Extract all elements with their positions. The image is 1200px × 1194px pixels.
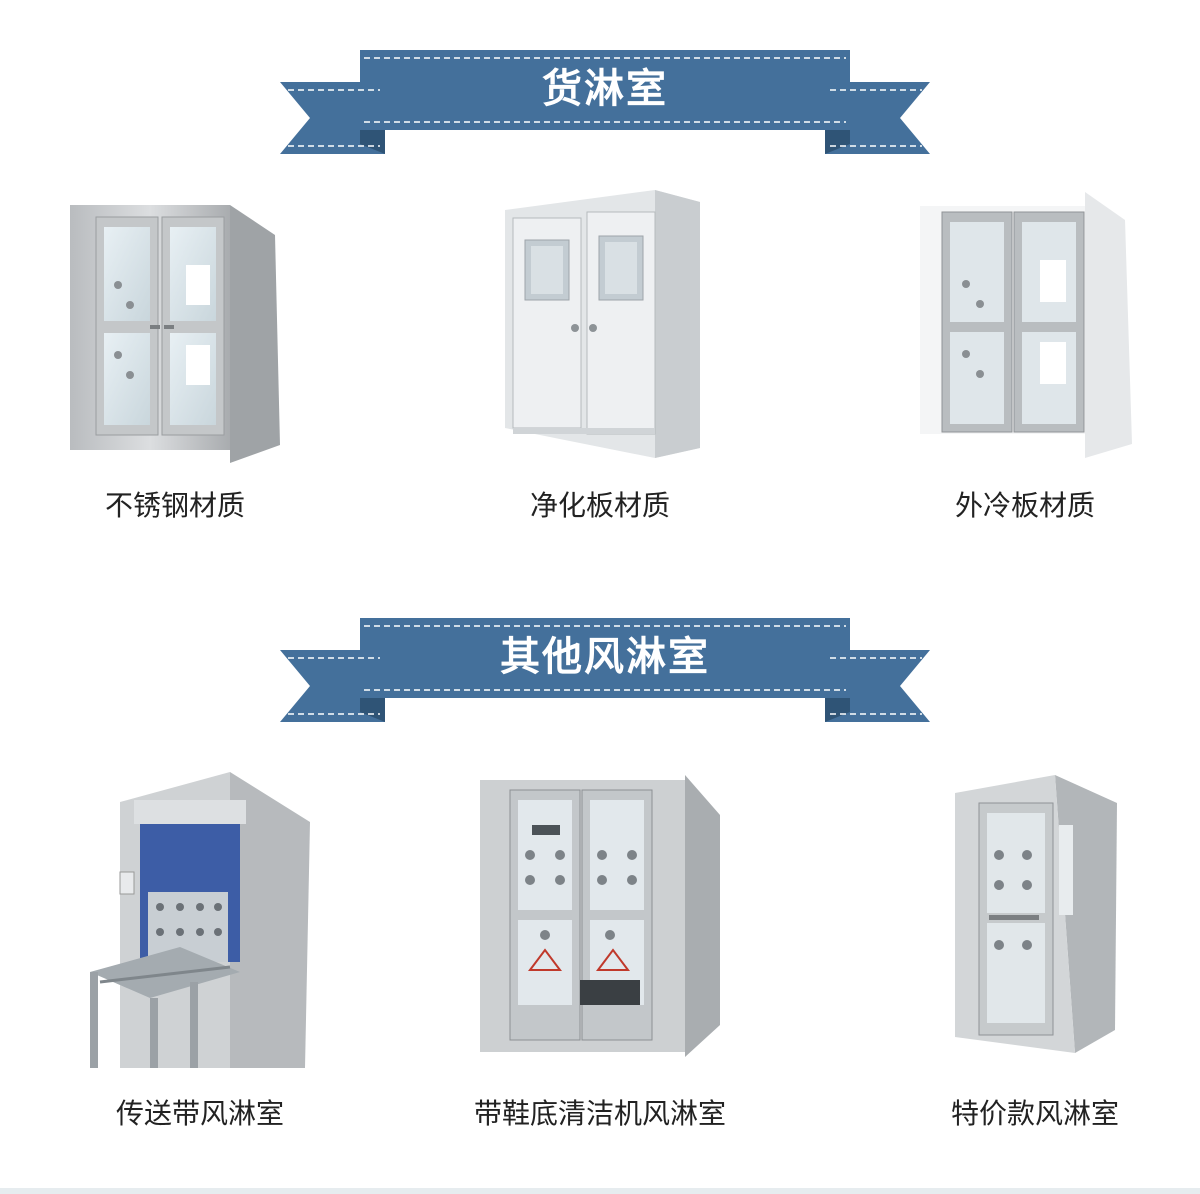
product-caption: 外冷板材质	[954, 489, 1095, 522]
product-caption: 带鞋底清洁机风淋室	[473, 1097, 726, 1130]
product-purification-panel	[505, 190, 700, 460]
section-banner-cargo-shower: 货淋室	[280, 40, 930, 154]
product-caption: 净化板材质	[529, 489, 670, 522]
section-title: 其他风淋室	[500, 634, 710, 680]
product-cold-rolled-panel	[920, 192, 1135, 462]
section-banner-other-showers: 其他风淋室	[280, 608, 930, 722]
product-caption: 不锈钢材质	[104, 489, 245, 522]
product-caption: 特价款风淋室	[950, 1097, 1119, 1130]
section-title: 货淋室	[542, 66, 668, 112]
conveyor-air-shower-image	[90, 772, 310, 1068]
product-conveyor	[90, 772, 315, 1068]
product-caption: 传送带风淋室	[115, 1097, 284, 1130]
ribbon-banner-icon	[280, 50, 930, 154]
cold-rolled-panel-air-shower-image	[920, 192, 1132, 458]
stainless-steel-air-shower-image	[70, 205, 280, 463]
special-offer-air-shower-image	[955, 775, 1117, 1053]
bottom-divider	[0, 1188, 1200, 1194]
product-stainless-steel	[70, 195, 290, 465]
product-shoe-cleaner	[480, 775, 725, 1057]
ribbon-banner-icon	[280, 618, 930, 722]
shoe-cleaner-air-shower-image	[480, 775, 720, 1057]
purification-panel-air-shower-image	[505, 190, 700, 458]
product-special-offer	[955, 775, 1120, 1055]
